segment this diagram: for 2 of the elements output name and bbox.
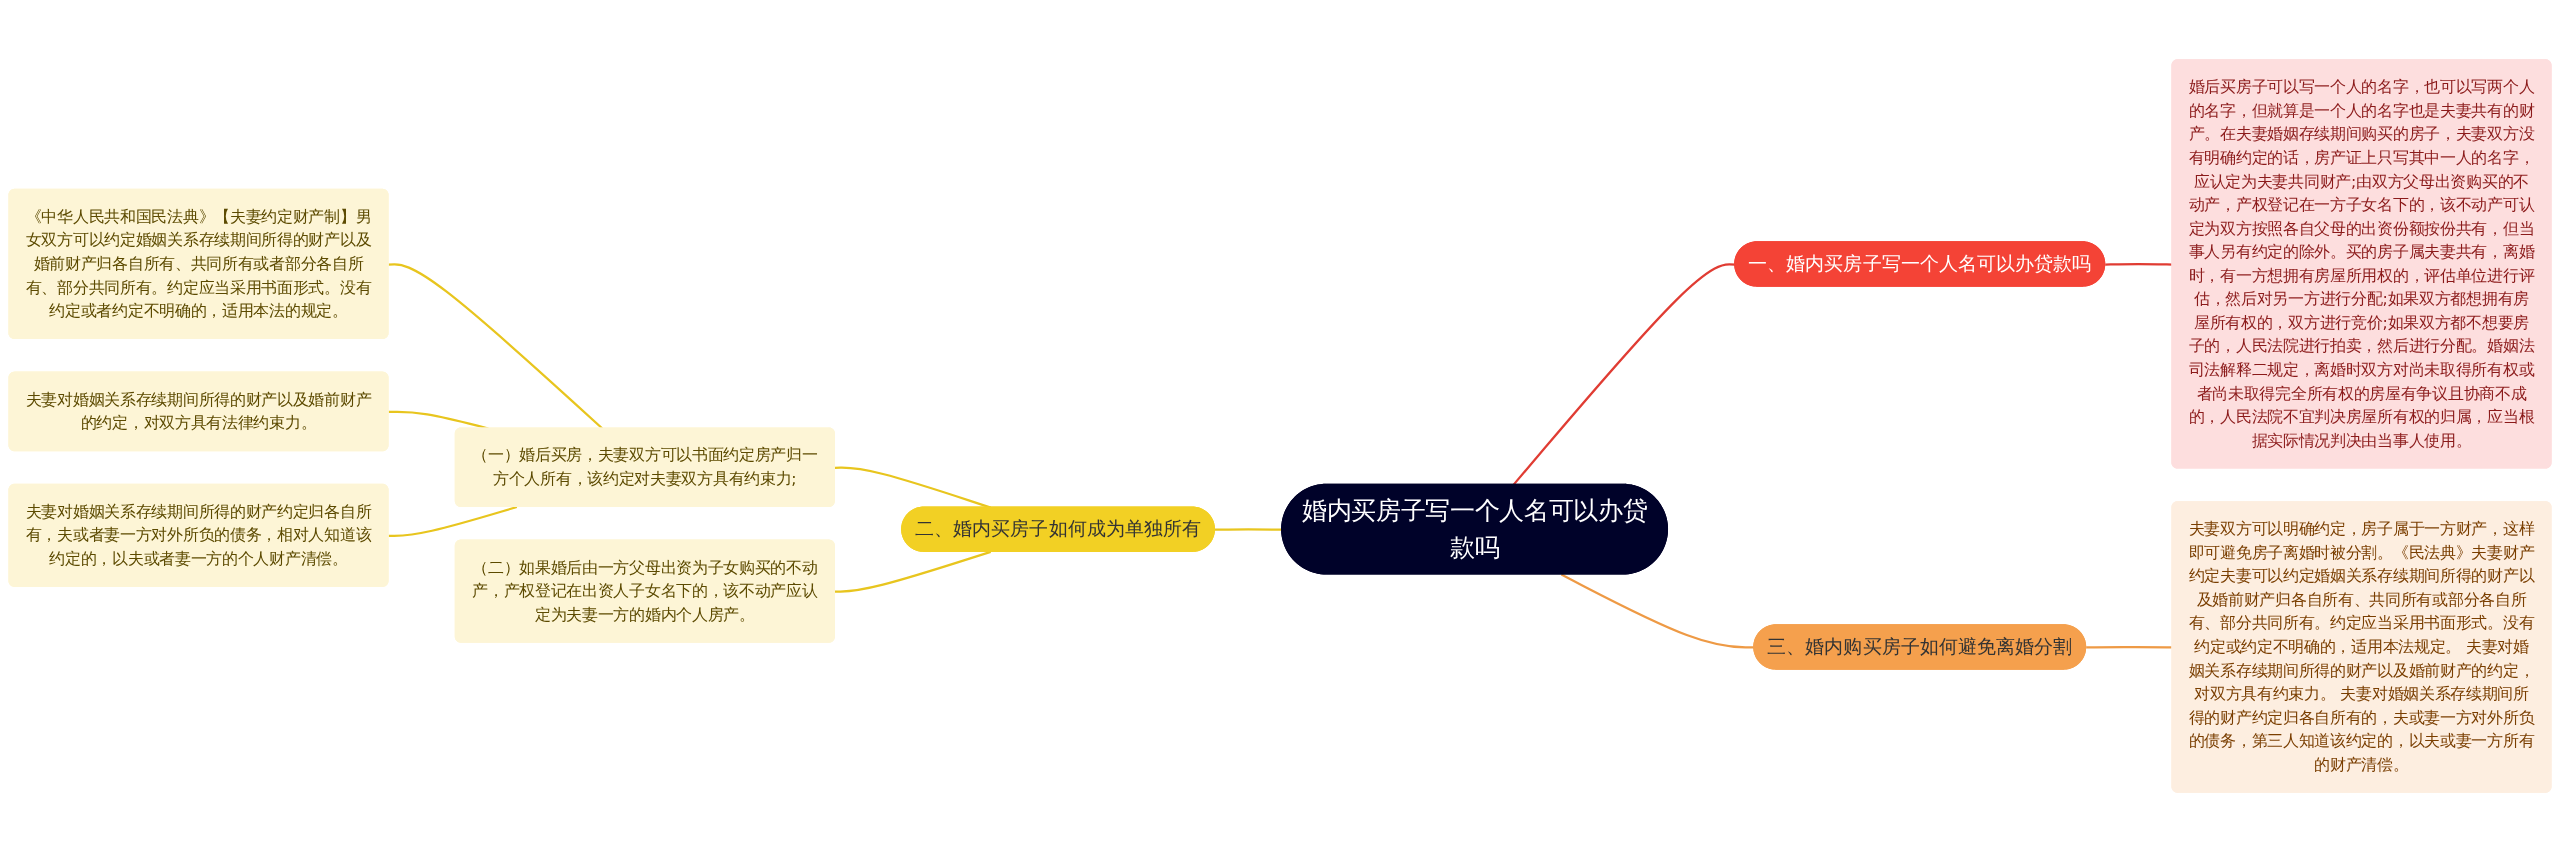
connector [388, 505, 518, 538]
connector [834, 550, 992, 593]
